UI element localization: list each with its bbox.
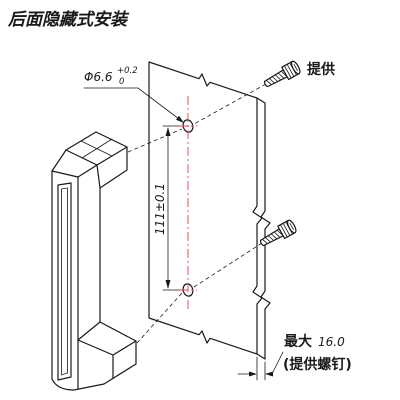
handle-top-face-cross	[80, 138, 113, 159]
panel-front-face	[148, 61, 263, 355]
hole-diameter-upper-tolerance: +0.2	[117, 66, 138, 76]
panel-thickness-prefix: 最大	[284, 333, 312, 350]
diagram-title: 后面隐藏式安装	[7, 10, 130, 30]
handle-outline	[51, 131, 137, 391]
panel-thickness-dimension: 最大 16.0 (提供螺钉)	[237, 333, 352, 381]
panel-thickness-dimension-line	[237, 351, 284, 375]
handle-foot-edge	[77, 321, 137, 379]
screw-top	[263, 60, 301, 88]
projection-lines	[127, 83, 267, 344]
panel-thickness-note: (提供螺钉)	[283, 356, 352, 373]
screw-recess	[293, 64, 298, 71]
handle	[51, 131, 137, 391]
screw-bottom	[259, 219, 297, 247]
screw-recess	[289, 223, 294, 230]
hole-spacing-arrow-bottom	[165, 280, 171, 289]
hole-diameter-dimension: Φ6.6 +0.2 0	[83, 66, 184, 123]
hole-center-marks	[179, 125, 197, 291]
hole-diameter-leader	[83, 87, 182, 121]
screw-label: 提供	[307, 61, 335, 78]
panel-thickness-edge	[256, 97, 271, 360]
panel-thickness-arrow-right	[265, 371, 273, 377]
lower-mounting-hole	[182, 283, 194, 297]
panel-thickness-arrow-left	[249, 371, 257, 377]
handle-grip-slot-inner	[61, 187, 68, 376]
hole-diameter-nominal: Φ6.6	[84, 70, 113, 84]
hole-spacing-extension-lines	[162, 125, 180, 291]
panel-thickness-value: 16.0	[318, 335, 345, 349]
handle-to-upper-hole-line	[127, 128, 183, 153]
hole-diameter-lower-tolerance: 0	[119, 77, 124, 87]
handle-cap-side-edge	[96, 164, 101, 189]
handle-to-lower-hole-line	[136, 292, 183, 344]
hole-spacing-arrow-top	[165, 127, 171, 136]
handle-grip-slot	[57, 182, 72, 381]
mounting-panel	[148, 61, 271, 360]
screw-thread	[265, 70, 288, 86]
screw-thread	[261, 229, 284, 245]
hole-spacing-dimension: 111±0.1	[153, 125, 180, 291]
hole-diameter-arrow	[176, 115, 184, 123]
panel-thickness-extension-lines	[256, 356, 266, 381]
upper-mounting-hole	[182, 119, 194, 133]
hole-spacing-value: 111±0.1	[153, 183, 167, 235]
